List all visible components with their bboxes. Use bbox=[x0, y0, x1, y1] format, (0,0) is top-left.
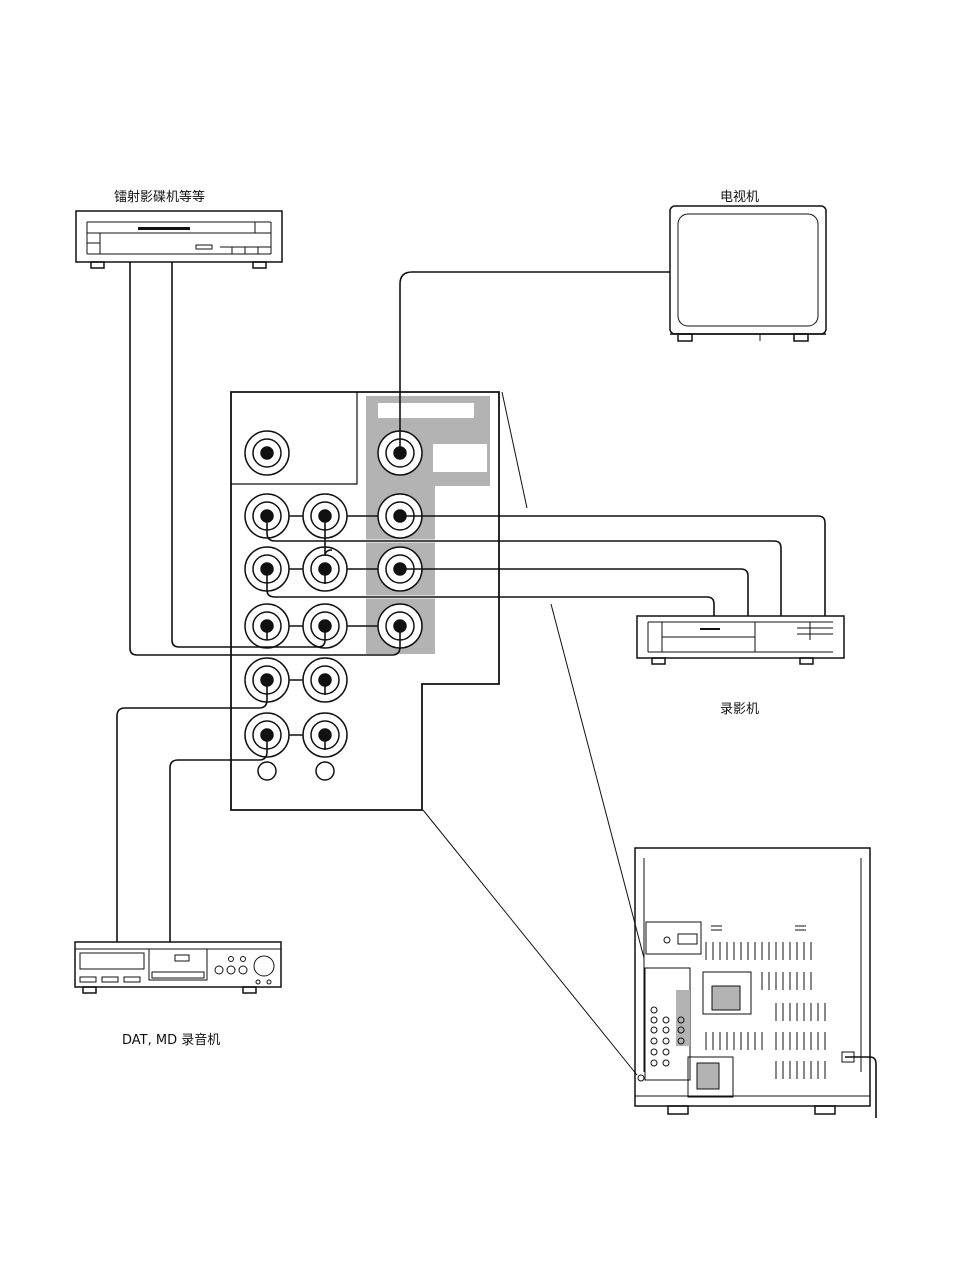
main-unit-rear bbox=[635, 848, 876, 1118]
tv-set bbox=[670, 206, 826, 341]
zoom-lines bbox=[423, 392, 644, 1075]
vcr bbox=[637, 616, 844, 664]
dat-md-deck bbox=[75, 942, 281, 993]
cables bbox=[117, 262, 825, 942]
laserdisc-player bbox=[76, 211, 282, 268]
